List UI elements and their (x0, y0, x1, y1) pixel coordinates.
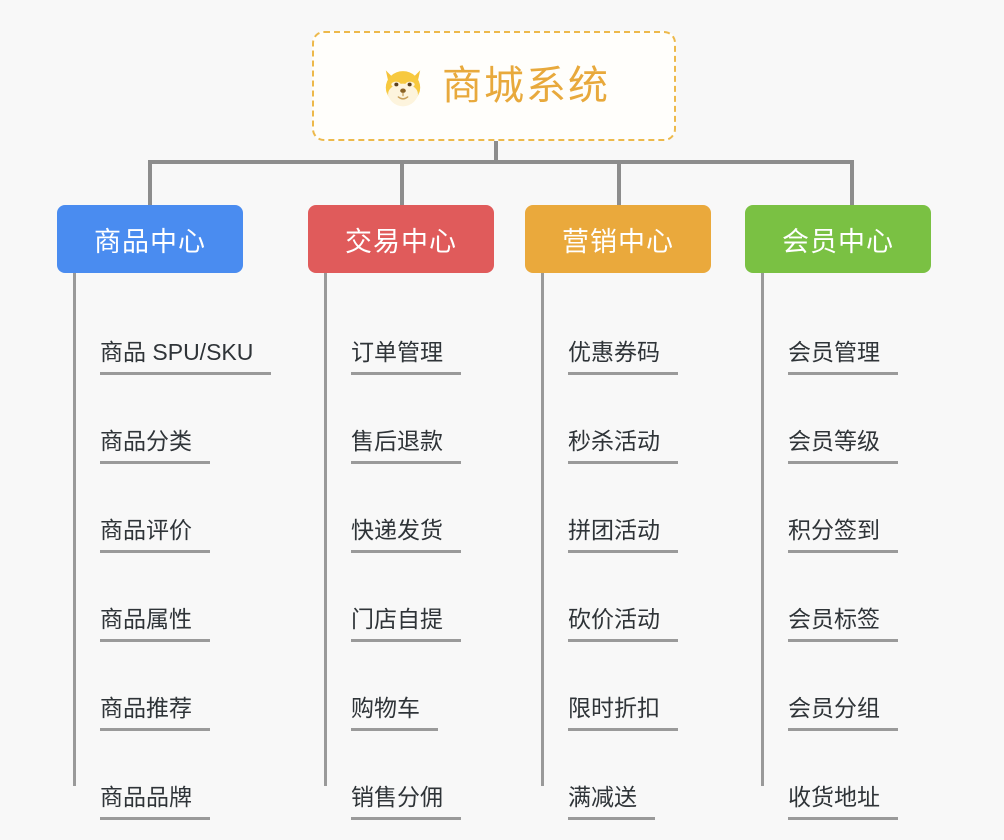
list-item[interactable]: 门店自提 (324, 553, 494, 642)
list-item[interactable]: 商品推荐 (73, 642, 271, 731)
category-box-0[interactable]: 商品中心 (57, 205, 243, 273)
leaf-label: 会员分组 (788, 695, 898, 731)
leaf-list-0: 商品 SPU/SKU 商品分类 商品评价 商品属性 商品推荐 商品品牌 (73, 273, 272, 820)
branch-column-3: 会员中心 会员管理 会员等级 积分签到 会员标签 会员分组 收货地址 (745, 205, 931, 820)
leaf-label: 商品分类 (100, 428, 210, 464)
category-box-3[interactable]: 会员中心 (745, 205, 931, 273)
leaf-label: 积分签到 (788, 517, 898, 553)
category-box-1[interactable]: 交易中心 (308, 205, 494, 273)
leaf-label: 售后退款 (351, 428, 461, 464)
leaf-label: 销售分佣 (351, 784, 461, 820)
leaf-spine-2 (541, 273, 544, 786)
list-item[interactable]: 商品属性 (73, 553, 271, 642)
list-item[interactable]: 积分签到 (761, 464, 931, 553)
connector-drop-0 (148, 160, 152, 205)
category-label-1: 交易中心 (345, 226, 457, 257)
list-item[interactable]: 满减送 (541, 731, 711, 820)
leaf-label: 拼团活动 (568, 517, 678, 553)
list-item[interactable]: 商品 SPU/SKU (73, 286, 272, 375)
list-item[interactable]: 砍价活动 (541, 553, 711, 642)
list-item[interactable]: 会员分组 (761, 642, 931, 731)
connector-drop-1 (400, 160, 404, 205)
list-item[interactable]: 收货地址 (761, 731, 931, 820)
leaf-label: 会员等级 (788, 428, 898, 464)
connector-drop-3 (850, 160, 854, 205)
category-box-2[interactable]: 营销中心 (525, 205, 711, 273)
leaf-label: 砍价活动 (568, 606, 678, 642)
leaf-label: 优惠券码 (568, 339, 678, 375)
branch-column-1: 交易中心 订单管理 售后退款 快递发货 门店自提 购物车 销售分佣 (308, 205, 494, 820)
connector-horizontal-bar (148, 160, 854, 164)
list-item[interactable]: 会员等级 (761, 375, 931, 464)
leaf-label: 满减送 (568, 784, 655, 820)
list-item[interactable]: 会员管理 (761, 286, 931, 375)
root-title: 商城系统 (442, 64, 610, 108)
leaf-label: 秒杀活动 (568, 428, 678, 464)
leaf-label: 商品属性 (100, 606, 210, 642)
leaf-label: 快递发货 (351, 517, 461, 553)
connector-drop-2 (617, 160, 621, 205)
list-item[interactable]: 销售分佣 (324, 731, 494, 820)
list-item[interactable]: 快递发货 (324, 464, 494, 553)
connector-root-stub (494, 141, 498, 163)
leaf-spine-3 (761, 273, 764, 786)
list-item[interactable]: 商品评价 (73, 464, 271, 553)
list-item[interactable]: 售后退款 (324, 375, 494, 464)
leaf-spine-0 (73, 273, 76, 786)
branch-column-2: 营销中心 优惠券码 秒杀活动 拼团活动 砍价活动 限时折扣 满减送 (525, 205, 711, 820)
leaf-label: 会员管理 (788, 339, 898, 375)
list-item[interactable]: 商品品牌 (73, 731, 271, 820)
shiba-dog-face-icon (378, 61, 428, 111)
leaf-label: 购物车 (351, 695, 438, 731)
leaf-label: 商品推荐 (100, 695, 210, 731)
leaf-label: 收货地址 (788, 784, 898, 820)
list-item[interactable]: 订单管理 (324, 286, 494, 375)
list-item[interactable]: 限时折扣 (541, 642, 711, 731)
leaf-spine-1 (324, 273, 327, 786)
category-label-3: 会员中心 (782, 226, 894, 257)
leaf-label: 限时折扣 (568, 695, 678, 731)
leaf-list-3: 会员管理 会员等级 积分签到 会员标签 会员分组 收货地址 (761, 273, 931, 820)
leaf-label: 商品评价 (100, 517, 210, 553)
branch-column-0: 商品中心 商品 SPU/SKU 商品分类 商品评价 商品属性 商品推荐 商品品牌 (57, 205, 272, 820)
list-item[interactable]: 购物车 (324, 642, 494, 731)
category-label-0: 商品中心 (94, 226, 206, 257)
category-label-2: 营销中心 (562, 226, 674, 257)
root-node[interactable]: 商城系统 (312, 31, 676, 141)
list-item[interactable]: 拼团活动 (541, 464, 711, 553)
list-item[interactable]: 优惠券码 (541, 286, 711, 375)
leaf-label: 门店自提 (351, 606, 461, 642)
list-item[interactable]: 秒杀活动 (541, 375, 711, 464)
leaf-list-1: 订单管理 售后退款 快递发货 门店自提 购物车 销售分佣 (324, 273, 494, 820)
leaf-label: 订单管理 (351, 339, 461, 375)
leaf-label: 会员标签 (788, 606, 898, 642)
list-item[interactable]: 会员标签 (761, 553, 931, 642)
leaf-label: 商品 SPU/SKU (100, 339, 272, 375)
leaf-label: 商品品牌 (100, 784, 210, 820)
leaf-list-2: 优惠券码 秒杀活动 拼团活动 砍价活动 限时折扣 满减送 (541, 273, 711, 820)
list-item[interactable]: 商品分类 (73, 375, 271, 464)
